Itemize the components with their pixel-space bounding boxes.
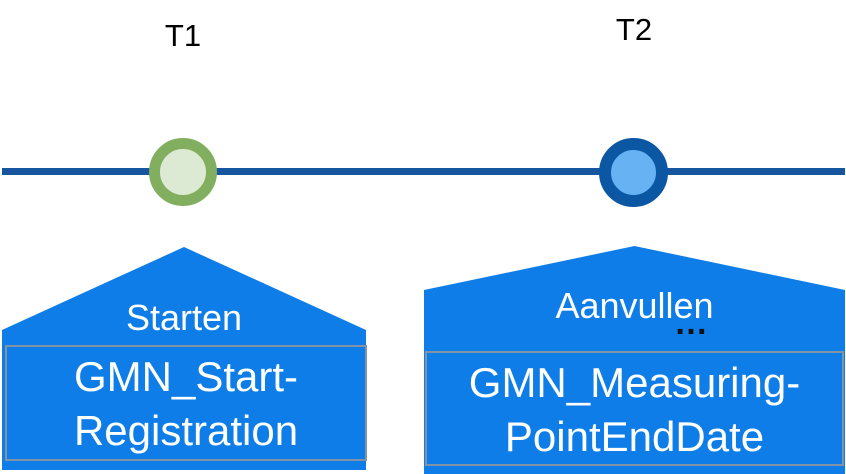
t2-message-box: GMN_Measuring- PointEndDate (425, 351, 844, 466)
t1-message-box: GMN_Start- Registration (5, 345, 367, 461)
t1-action-label: Starten (125, 297, 243, 338)
t1-marker-circle (149, 138, 217, 206)
timeline-line (2, 168, 845, 175)
t2-message-line-2: PointEndDate (504, 413, 765, 460)
t1-label: T1 (164, 18, 202, 53)
t2-label: T2 (615, 12, 653, 47)
t2-action-label: Aanvullen (555, 285, 714, 326)
ellipsis-label: … (674, 304, 710, 342)
t2-message-line-1: GMN_Measuring- (468, 359, 801, 406)
t2-marker-circle (599, 138, 668, 207)
t1-message-line-1: GMN_Start- (73, 353, 299, 400)
t1-message-line-2: Registration (73, 407, 299, 454)
